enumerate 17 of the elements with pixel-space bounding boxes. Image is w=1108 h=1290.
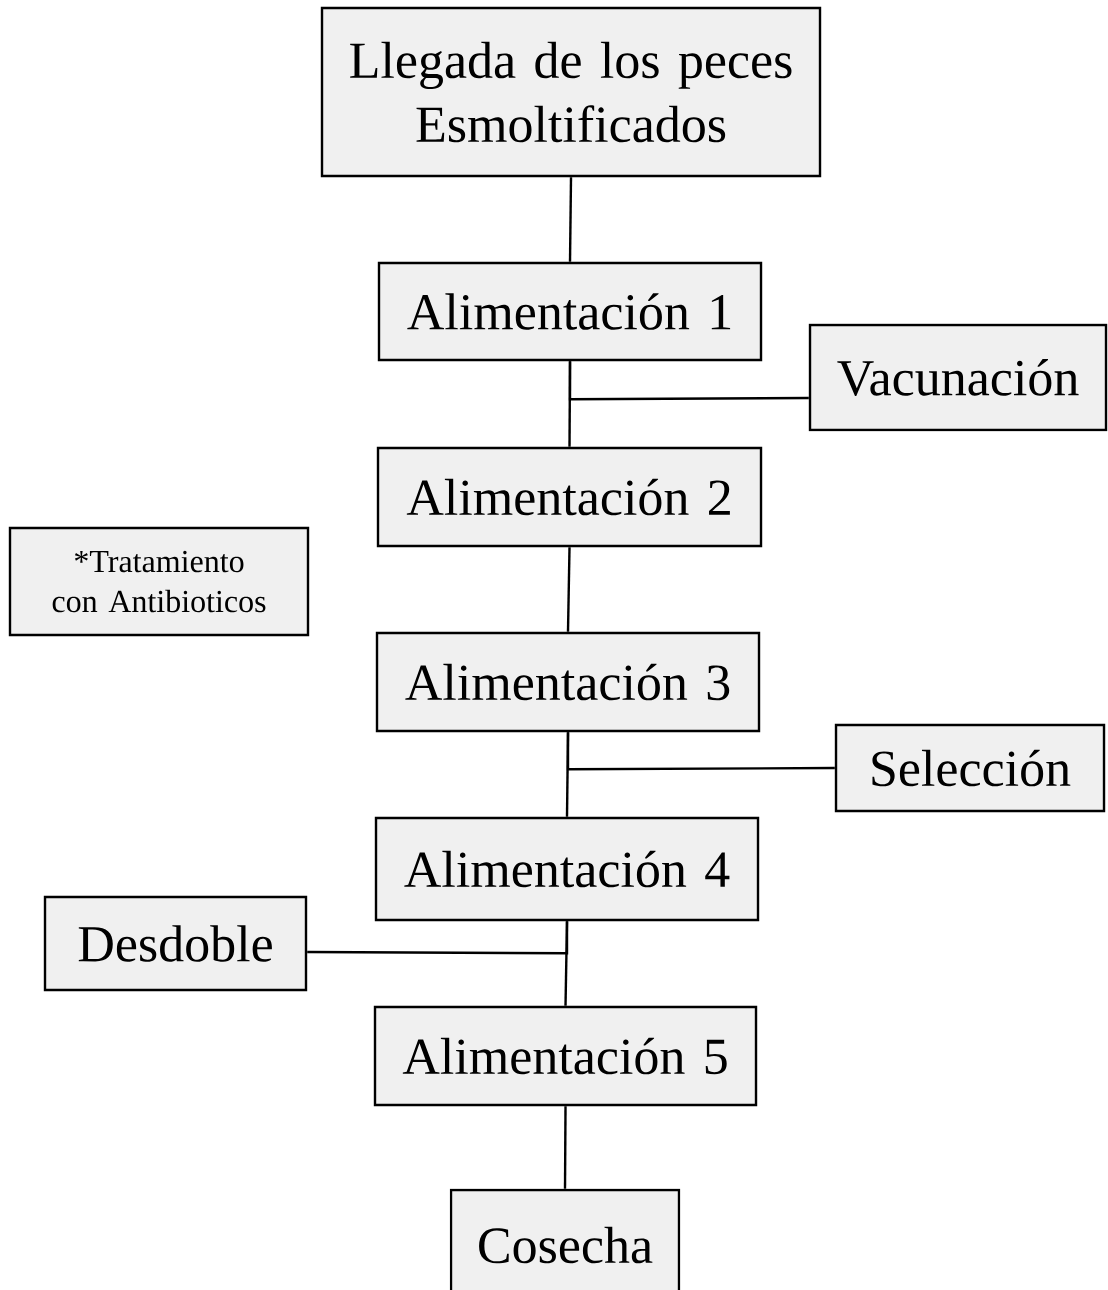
connector-line — [566, 732, 835, 771]
connector-line — [307, 921, 569, 955]
connector-line — [566, 547, 571, 632]
connector-line — [568, 177, 573, 262]
process-box: Cosecha — [449, 1188, 681, 1290]
process-box: *Tratamiento con Antibioticos — [8, 526, 310, 637]
process-box: Alimentación 2 — [376, 446, 763, 548]
process-box: Alimentación 5 — [373, 1005, 758, 1107]
connector-line — [568, 361, 809, 401]
process-box: Desdoble — [43, 895, 308, 992]
process-box: Selección — [834, 723, 1106, 813]
process-box: Alimentación 3 — [375, 631, 761, 733]
process-box: Llegada de los peces Esmoltificados — [320, 6, 822, 178]
process-box: Alimentación 4 — [374, 816, 760, 922]
process-box: Alimentación 1 — [377, 261, 763, 362]
connector-line — [563, 1106, 567, 1189]
process-box: Vacunación — [808, 323, 1108, 432]
